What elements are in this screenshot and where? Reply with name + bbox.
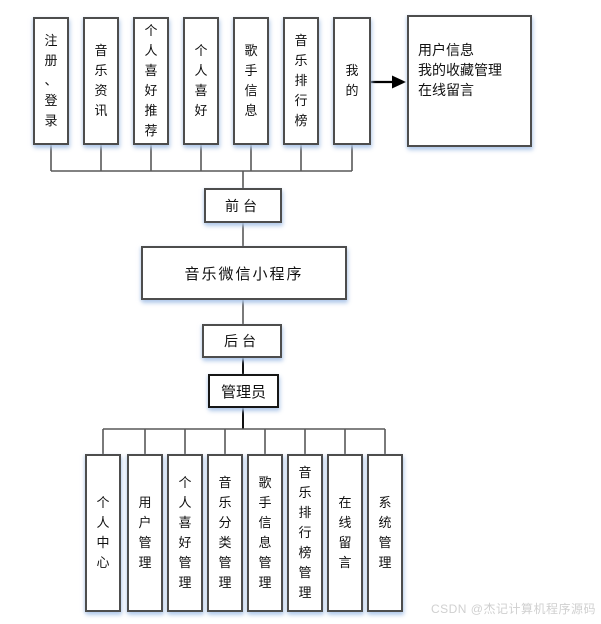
- admin-node: 管理员: [208, 374, 279, 408]
- front-stage-node: 前台: [204, 188, 282, 223]
- front-box-mine: 我的: [333, 17, 371, 145]
- user-panel: 用户信息 我的收藏管理 在线留言: [407, 15, 532, 147]
- front-box-personal-preference-label: 个人喜好: [194, 43, 208, 118]
- back-box-online-message-label: 在线留言: [338, 495, 352, 570]
- system-title-node: 音乐微信小程序: [141, 246, 347, 300]
- user-panel-line-message: 在线留言: [418, 82, 474, 98]
- back-box-preference-management: 个人喜好管理: [167, 454, 203, 612]
- back-box-ranking-management-label: 音乐排行榜管理: [298, 465, 312, 600]
- back-box-ranking-management: 音乐排行榜管理: [287, 454, 323, 612]
- arrow-to-user-panel: [371, 75, 406, 89]
- back-box-preference-management-label: 个人喜好管理: [178, 475, 192, 590]
- front-box-register-login-label: 注册、登录: [44, 33, 58, 128]
- back-box-music-category-management-label: 音乐分类管理: [218, 475, 232, 590]
- front-box-music-news: 音乐资讯: [83, 17, 119, 145]
- back-box-user-management-label: 用户管理: [138, 495, 152, 570]
- back-box-personal-center-label: 个人中心: [96, 495, 110, 570]
- front-box-music-ranking: 音乐排行榜: [283, 17, 319, 145]
- back-box-system-management: 系统管理: [367, 454, 403, 612]
- front-box-register-login: 注册、登录: [33, 17, 69, 145]
- back-stage-node: 后台: [202, 324, 282, 358]
- back-box-personal-center: 个人中心: [85, 454, 121, 612]
- back-box-system-management-label: 系统管理: [378, 495, 392, 570]
- front-box-music-ranking-label: 音乐排行榜: [294, 33, 308, 128]
- back-box-singer-info-management-label: 歌手信息管理: [258, 475, 272, 590]
- front-box-preference-recommend: 个人喜好推荐: [133, 17, 169, 145]
- front-box-preference-recommend-label: 个人喜好推荐: [144, 23, 158, 138]
- watermark: CSDN @杰记计算机程序源码: [430, 602, 596, 616]
- front-box-personal-preference: 个人喜好: [183, 17, 219, 145]
- back-box-user-management: 用户管理: [127, 454, 163, 612]
- back-box-music-category-management: 音乐分类管理: [207, 454, 243, 612]
- front-box-mine-label: 我的: [345, 63, 359, 98]
- front-box-music-news-label: 音乐资讯: [94, 43, 108, 118]
- arrowhead-icon: [392, 75, 406, 89]
- front-connector-bus: [50, 145, 353, 188]
- user-panel-line-favorites: 我的收藏管理: [418, 62, 502, 78]
- front-box-singer-info: 歌手信息: [233, 17, 269, 145]
- back-box-online-message: 在线留言: [327, 454, 363, 612]
- user-panel-line-user-info: 用户信息: [418, 42, 474, 58]
- admin-connector-bus: [102, 428, 386, 454]
- back-box-singer-info-management: 歌手信息管理: [247, 454, 283, 612]
- front-box-singer-info-label: 歌手信息: [244, 43, 258, 118]
